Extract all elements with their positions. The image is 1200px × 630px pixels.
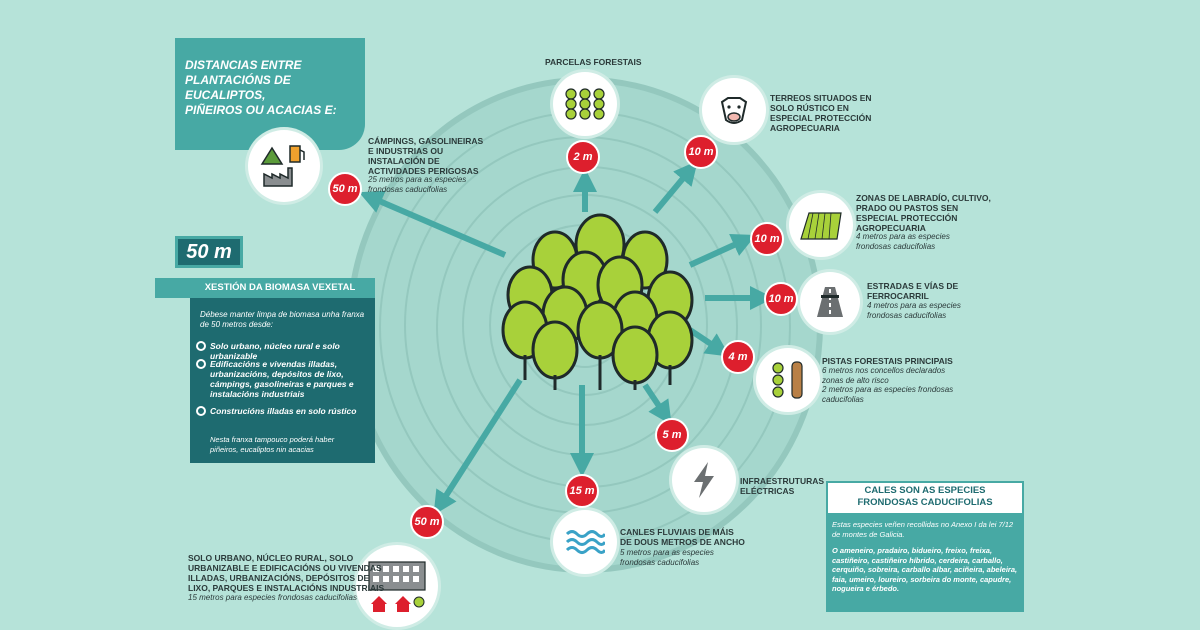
biomass-heading-ribbon	[155, 278, 375, 298]
parcelas-title: PARCELAS FORESTAIS	[545, 57, 642, 67]
water-icon	[553, 510, 617, 574]
biomass-item-2: Edificacións e vivendas illadas, urbaniz…	[210, 359, 354, 399]
solo-title: SOLO URBANO, NÚCLEO RURAL, SOLO URBANIZA…	[188, 553, 385, 593]
forest-cluster-icon	[501, 213, 694, 390]
biomass-heading: XESTIÓN DA BIOMASA VEXETAL	[204, 282, 356, 293]
distance-badge-campings: 50 m	[328, 172, 362, 206]
biomass-bullet-1	[196, 341, 206, 351]
cow-icon	[702, 78, 766, 142]
canles-subtitle: 5 metros para as especies frondosas cadu…	[620, 548, 714, 567]
distance-badge-infra: 5 m	[655, 418, 689, 452]
canles-title: CANLES FLUVIAIS DE MÁIS DE DOUS METROS D…	[620, 527, 745, 547]
labradio-subtitle: 4 metros para as especies frondosas cadu…	[856, 232, 950, 251]
biomass-panel	[190, 298, 375, 463]
lightning-icon	[672, 448, 736, 512]
distance-badge-solo: 50 m	[410, 505, 444, 539]
labradio-title: ZONAS DE LABRADÍO, CULTIVO, PRADO OU PAS…	[856, 193, 991, 233]
distance-badge-canles: 15 m	[565, 474, 599, 508]
estradas-title: ESTRADAS E VÍAS DE FERROCARRIL	[867, 281, 959, 301]
biomass-bullet-3	[196, 406, 206, 416]
biomass-bullet-2	[196, 359, 206, 369]
forest-track-icon	[756, 348, 820, 412]
species-box-panel	[826, 515, 1024, 612]
biomass-item-1: Solo urbano, núcleo rural e solo urbaniz…	[210, 341, 340, 361]
distance-badge-pistas: 4 m	[721, 340, 755, 374]
buildings-icon	[356, 545, 438, 627]
header-title: DISTANCIAS ENTRE PLANTACIÓNS DE EUCALIPT…	[185, 58, 337, 117]
terreos-title: TERREOS SITUADOS EN SOLO RÚSTICO EN ESPE…	[770, 93, 872, 133]
biomass-intro: Débese manter limpa de biomasa unha fran…	[200, 310, 365, 329]
species-box-header	[826, 481, 1024, 515]
field-icon	[789, 193, 853, 257]
camping-gas-factory-icon	[248, 130, 320, 202]
estradas-subtitle: 4 metros para as especies frondosas cadu…	[867, 301, 961, 320]
infra-title: INFRAESTRUTURAS ELÉCTRICAS	[740, 476, 825, 496]
species-box-intro: Estas especies veñen recollidas no Anexo…	[832, 520, 1014, 539]
biomass-badge: 50 m	[175, 236, 243, 268]
trees-icon	[553, 72, 617, 136]
pistas-subtitle: 6 metros nos concellos declarados zonas …	[822, 366, 954, 404]
distance-badge-estradas: 10 m	[764, 282, 798, 316]
campings-title: CÁMPINGS, GASOLINEIRAS E INDUSTRIAS OU I…	[368, 136, 484, 176]
distance-badge-labradio: 10 m	[750, 222, 784, 256]
road-icon	[800, 272, 860, 332]
distance-badge-terreos: 10 m	[684, 135, 718, 169]
distance-badge-parcelas: 2 m	[566, 140, 600, 174]
header-banner	[175, 38, 365, 150]
biomass-note: Nesta franxa tampouco poderá haber piñei…	[210, 435, 335, 454]
biomass-item-3: Construcións illadas en solo rústico	[210, 406, 357, 416]
campings-subtitle: 25 metros para as especies frondosas cad…	[368, 175, 467, 194]
species-box-list: O ameneiro, pradairo, bidueiro, freixo, …	[832, 546, 1018, 593]
pistas-title: PISTAS FORESTAIS PRINCIPAIS	[822, 356, 953, 366]
species-box-title: CALES SON AS ESPECIES FRONDOSAS CADUCIFO…	[857, 485, 993, 508]
solo-subtitle: 15 metros para especies frondosas caduci…	[188, 593, 357, 602]
header-banner-tail	[175, 110, 195, 150]
